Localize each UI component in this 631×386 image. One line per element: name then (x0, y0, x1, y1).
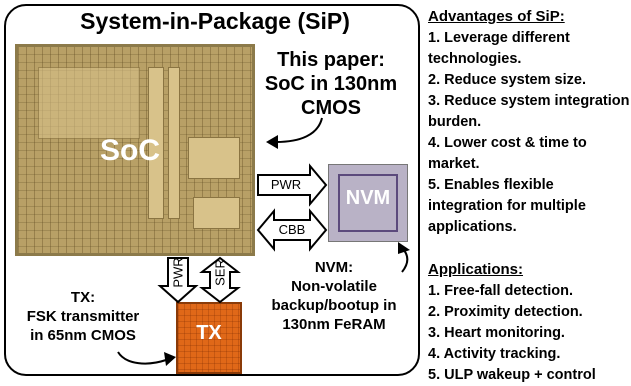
advantage-item: 5. Enables flexible integration for mult… (428, 177, 586, 235)
nvm-note: NVM: Non-volatile backup/bootup in 130nm… (254, 258, 414, 334)
nvm-note-line: 130nm FeRAM (282, 316, 386, 333)
soc-note: This paper: SoC in 130nm CMOS (256, 48, 406, 120)
pwr-tx-arrow (157, 257, 199, 304)
soc-note-line: This paper: (277, 49, 385, 71)
application-item: 5. ULP wakeup + control (428, 367, 596, 383)
soc-die-image (15, 44, 255, 256)
cbb-arrow (256, 208, 328, 252)
application-item: 3. Heart monitoring. (428, 325, 565, 341)
tx-die-image (176, 302, 242, 374)
pwr-nvm-label: PWR (270, 177, 302, 192)
pwr-nvm-arrow (257, 163, 328, 207)
nvm-label: NVM (345, 187, 391, 209)
advantages-heading: Advantages of SiP: (428, 8, 565, 25)
soc-logic-block (38, 67, 140, 139)
tx-note-pointer (117, 351, 167, 365)
tx-note-pointer-head (164, 352, 176, 366)
tx-note-line: in 65nm CMOS (30, 327, 136, 344)
ser-label: SER (212, 259, 228, 286)
cbb-label: CBB (278, 222, 306, 237)
pwr-tx-label: PWR (170, 257, 186, 288)
advantage-item: 3. Reduce system integration burden. (428, 93, 630, 130)
applications-list: 1. Free-fall detection. 2. Proximity det… (428, 281, 631, 386)
tx-label: TX (196, 322, 222, 344)
soc-note-pointer (275, 117, 323, 143)
advantage-item: 2. Reduce system size. (428, 72, 586, 88)
advantages-list: 1. Leverage different technologies. 2. R… (428, 28, 631, 238)
diagram-title: System-in-Package (SiP) (80, 8, 350, 34)
application-item: 1. Free-fall detection. (428, 283, 574, 299)
soc-note-line: CMOS (301, 97, 361, 119)
soc-macro-block (188, 137, 240, 179)
nvm-note-pointer-head (398, 242, 410, 254)
advantage-item: 1. Leverage different technologies. (428, 30, 570, 67)
nvm-note-line: backup/bootup in (271, 297, 397, 314)
application-item: 4. Activity tracking. (428, 346, 561, 362)
tx-note: TX: FSK transmitter in 65nm CMOS (8, 288, 158, 345)
soc-note-line: SoC in 130nm (264, 73, 398, 95)
soc-bus-block (148, 67, 164, 219)
nvm-die-core (338, 174, 398, 232)
ser-arrow (199, 256, 241, 304)
tx-note-line: FSK transmitter (26, 308, 140, 325)
soc-label: SoC (100, 134, 160, 167)
nvm-note-line: NVM: (314, 259, 354, 276)
applications-heading: Applications: (428, 261, 524, 278)
nvm-die-image (328, 164, 408, 242)
tx-note-line: TX: (70, 289, 96, 306)
advantage-item: 4. Lower cost & time to market. (428, 135, 587, 172)
soc-bus-block (168, 67, 180, 219)
nvm-note-line: Non-volatile (291, 278, 377, 295)
sip-frame (4, 4, 420, 376)
application-item: 2. Proximity detection. (428, 304, 583, 320)
soc-macro-block (193, 197, 240, 229)
soc-note-pointer-head (266, 135, 278, 149)
